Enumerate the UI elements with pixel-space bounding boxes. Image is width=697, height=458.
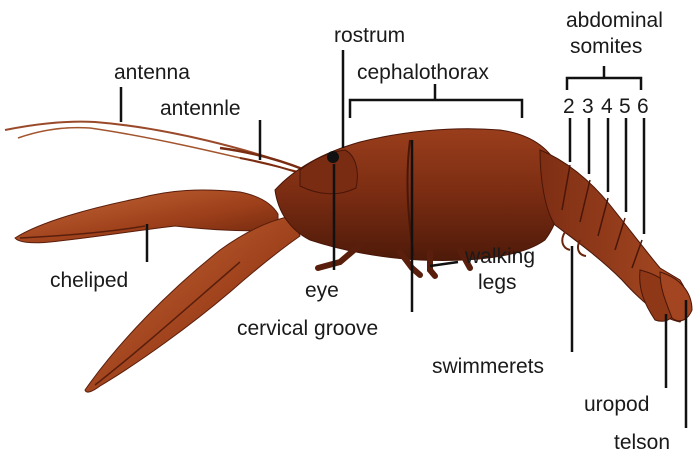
label-eye: eye [305, 280, 339, 302]
label-uropod: uropod [584, 394, 649, 416]
cheliped-lower-shape [85, 216, 300, 392]
somite-number-5: 5 [619, 96, 631, 118]
somite-number-2: 2 [563, 96, 575, 118]
abdominal-somites-bracket [567, 78, 641, 90]
label-cephalothorax: cephalothorax [357, 62, 489, 84]
label-antennle: antennle [160, 98, 241, 120]
label-cervical-groove: cervical groove [237, 318, 378, 340]
eye-shape [327, 151, 339, 163]
label-abdominal: abdominal [566, 10, 663, 32]
cephalothorax-bracket [350, 100, 522, 118]
somite-number-3: 3 [582, 96, 594, 118]
label-somites: somites [570, 36, 642, 58]
somite-number-6: 6 [637, 96, 649, 118]
label-legs: legs [478, 272, 517, 294]
tail-fan-shape [640, 270, 692, 321]
label-cheliped: cheliped [50, 270, 128, 292]
label-walking: walking [465, 246, 535, 268]
walking-legs-leader [430, 262, 458, 266]
antennle-shape [220, 148, 305, 175]
somite-number-4: 4 [601, 96, 613, 118]
cephalothorax-shape [275, 129, 562, 261]
label-antenna: antenna [114, 62, 190, 84]
antenna-shape [5, 122, 300, 172]
label-rostrum: rostrum [334, 25, 405, 47]
label-swimmerets: swimmerets [432, 356, 544, 378]
label-telson: telson [614, 432, 670, 454]
